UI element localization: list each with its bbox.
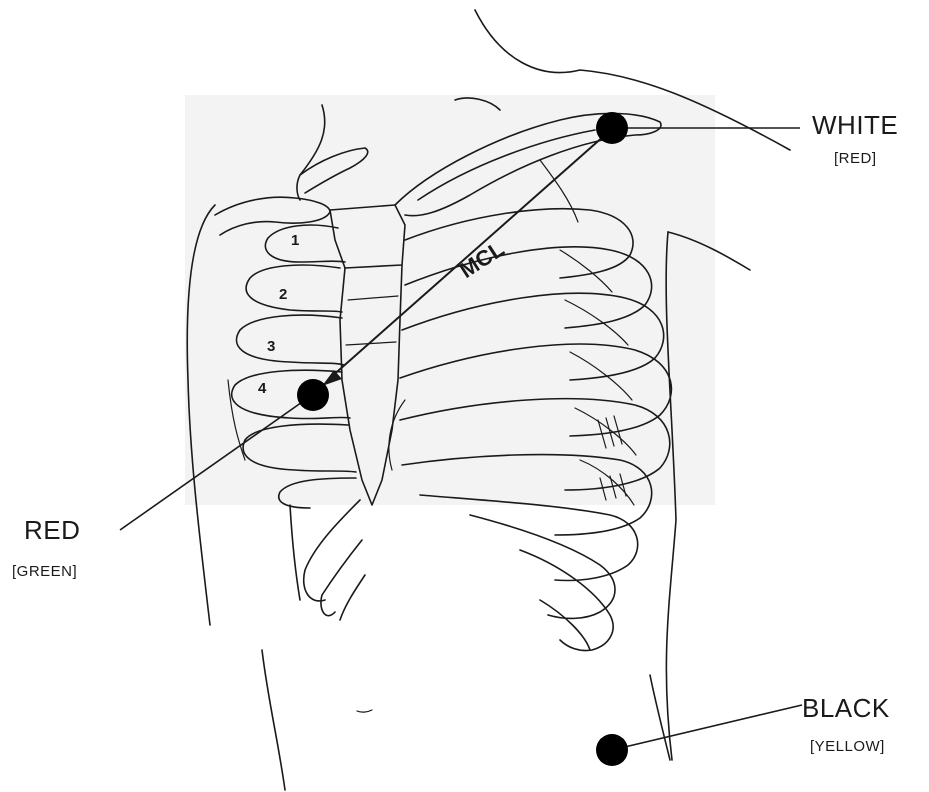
red-lead-alt: [GREEN]: [12, 563, 77, 580]
black-lead-name: BLACK: [802, 693, 890, 724]
red-electrode: [297, 379, 329, 411]
white-lead-name: WHITE: [812, 110, 898, 141]
illustration-background: [185, 95, 715, 505]
rib-number-3: 3: [267, 338, 275, 355]
black-lead-alt: [YELLOW]: [810, 738, 885, 755]
black-leader-line: [612, 705, 802, 750]
red-lead-name: RED: [24, 515, 80, 546]
black-electrode: [596, 734, 628, 766]
white-lead-alt: [RED]: [834, 150, 877, 167]
rib-number-1: 1: [291, 232, 299, 249]
rib-number-4: 4: [258, 380, 266, 397]
rib-number-2: 2: [279, 286, 287, 303]
white-electrode: [596, 112, 628, 144]
